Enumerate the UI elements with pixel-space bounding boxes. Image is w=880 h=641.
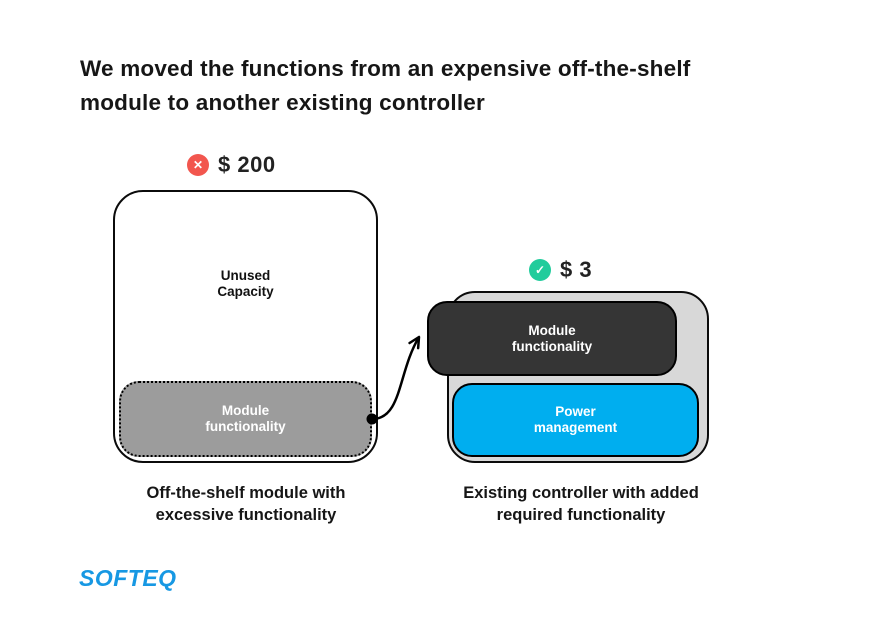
off-the-shelf-module-box: Unused Capacity Module functionality <box>113 190 378 463</box>
x-icon: ✕ <box>187 154 209 176</box>
right-module-functionality-label: Module functionality <box>511 322 593 354</box>
left-module-functionality-label: Module functionality <box>205 403 286 434</box>
left-price-text: $ 200 <box>218 152 276 177</box>
page-title: We moved the functions from an expensive… <box>80 56 691 115</box>
power-management-box: Power management <box>452 383 699 457</box>
power-management-label: Power management <box>533 404 618 435</box>
right-caption: Existing controller with added required … <box>463 484 699 524</box>
left-caption: Off-the-shelf module with excessive func… <box>146 484 346 524</box>
softeq-logo: SOFTEQ <box>79 565 177 591</box>
right-price-text: $ 3 <box>560 257 593 282</box>
right-module-functionality-box: Module functionality <box>427 301 677 376</box>
unused-capacity-label: Unused Capacity <box>217 268 274 299</box>
left-price-label: ✕ $ 200 <box>187 152 276 178</box>
right-price-label: ✓ $ 3 <box>529 257 592 283</box>
check-icon: ✓ <box>529 259 551 281</box>
left-module-functionality-box: Module functionality <box>119 381 372 457</box>
